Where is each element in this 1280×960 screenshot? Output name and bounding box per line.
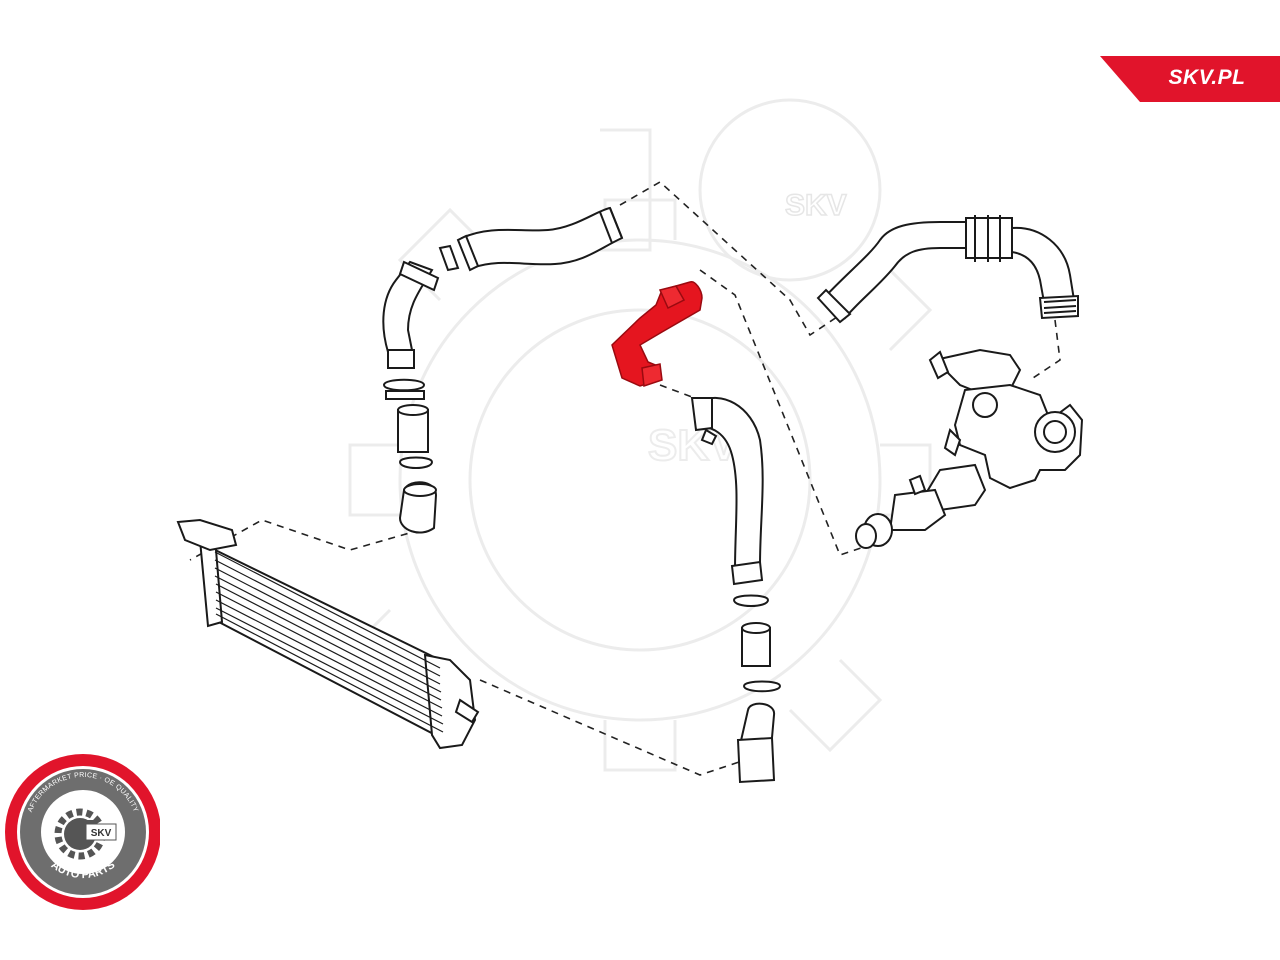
middle-hose [690, 396, 782, 784]
leader-lines [189, 181, 1061, 776]
brand-tag-shape [1100, 56, 1280, 102]
throttle-body [855, 348, 1084, 549]
highlighted-hose [611, 281, 703, 388]
auto-parts-seal: AFTERMARKET PRICE · OE QUALITY AUTO PART… [5, 754, 160, 910]
brand-tag-text: SKV.PL [1168, 66, 1246, 89]
seal-center-text: SKV [91, 828, 112, 839]
upper-left-hose [438, 206, 624, 272]
watermark-text-small: SKV [785, 189, 847, 222]
upper-right-pipe [816, 215, 1079, 324]
left-connector-hose [382, 260, 440, 534]
watermark-gear-icon [347, 98, 933, 772]
intercooler [176, 518, 480, 750]
brand-tag[interactable]: SKV.PL [1100, 56, 1280, 102]
